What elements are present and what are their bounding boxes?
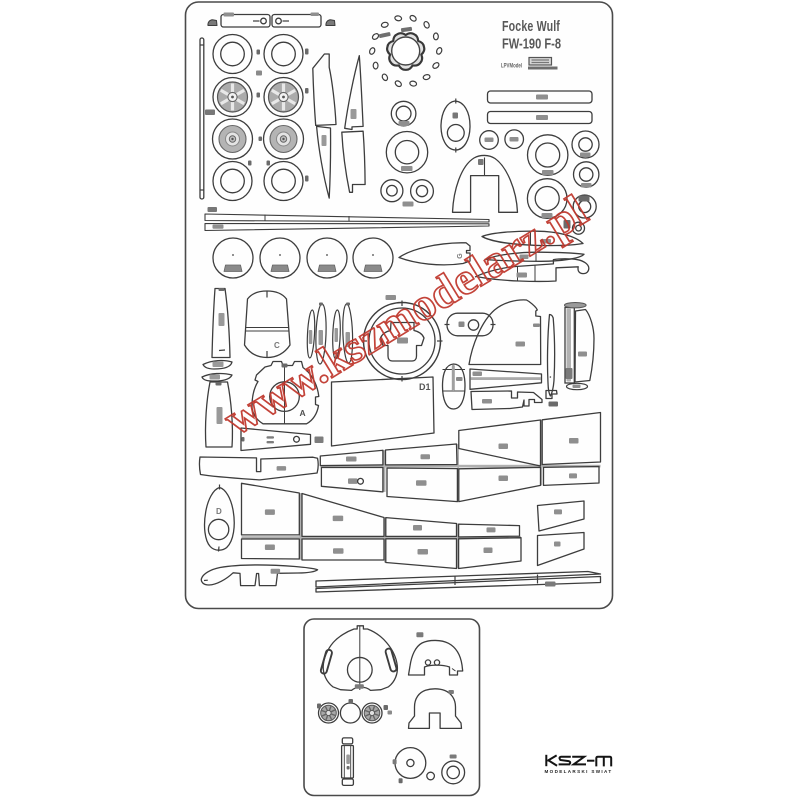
svg-text:MODELARSKI SWIAT: MODELARSKI SWIAT — [545, 769, 613, 775]
svg-text:FW-190 F-8: FW-190 F-8 — [502, 37, 561, 53]
svg-text:A: A — [300, 408, 306, 418]
svg-text:D1: D1 — [419, 382, 431, 392]
svg-text:Focke Wulf: Focke Wulf — [502, 19, 560, 35]
svg-text:LPVModel: LPVModel — [501, 64, 522, 70]
svg-text:C: C — [274, 341, 280, 350]
svg-text:D: D — [216, 507, 222, 516]
svg-text:G: G — [457, 253, 464, 259]
